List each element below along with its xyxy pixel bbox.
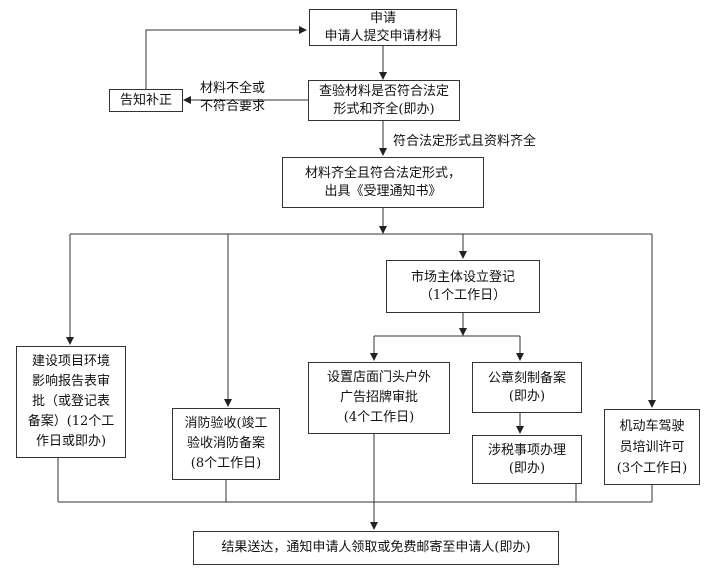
apply-box: 申请 申请人提交申请材料 <box>309 9 457 46</box>
fire-check-box: 消防验收(竣工 验收消防备案 (8个工作日) <box>172 408 280 480</box>
driving-line-3: (3个工作日) <box>616 460 688 476</box>
seal-filing-box: 公章刻制备案 (即办) <box>472 362 582 413</box>
env-line-3: 批（或登记表 <box>31 394 110 409</box>
tax-matters-box: 涉税事项办理 (即办) <box>472 435 582 484</box>
incomplete-line-1: 材料不全或 <box>200 81 266 96</box>
sign-line-3: (4个工作日) <box>343 410 415 425</box>
fire-line-2: 验收消防备案 <box>186 436 265 451</box>
result-label: 结果送达，通知申请人领取或免费邮寄至申请人(即办) <box>221 540 531 555</box>
accept-line-1: 材料齐全且符合法定形式， <box>304 165 461 181</box>
driving-line-2: 员培训许可 <box>619 439 685 455</box>
market-line-1: 市场主体设立登记 <box>410 269 515 285</box>
tax-line-2: (即办) <box>508 460 546 476</box>
notify-fix-box: 告知补正 <box>109 89 183 112</box>
accept-line-2: 出具《受理通知书》 <box>324 183 442 199</box>
market-registration-box: 市场主体设立登记 （1个工作日） <box>386 260 540 313</box>
check-line-1: 查验材料是否符合法定 <box>318 83 449 99</box>
check-line-2: 形式和齐全(即办) <box>333 101 435 117</box>
fire-line-3: (8个工作日) <box>190 456 262 471</box>
env-line-4: 备案）(12个工 <box>27 414 115 429</box>
env-line-5: 作日或即办) <box>35 434 107 449</box>
notify-fix-label: 告知补正 <box>119 92 172 108</box>
driving-line-1: 机动车驾驶 <box>619 418 685 434</box>
check-box: 查验材料是否符合法定 形式和齐全(即办) <box>308 80 460 121</box>
env-line-1: 建设项目环境 <box>31 354 110 369</box>
tax-line-1: 涉税事项办理 <box>487 442 566 458</box>
apply-title: 申请 <box>369 10 396 26</box>
apply-desc: 申请人提交申请材料 <box>324 28 442 44</box>
env-approval-box: 建设项目环境 影响报告表审 批（或登记表 备案）(12个工 作日或即办) <box>16 346 126 458</box>
market-line-2: （1个工作日） <box>419 287 507 303</box>
result-box: 结果送达，通知申请人领取或免费邮寄至申请人(即办) <box>193 531 559 565</box>
complete-label: 符合法定形式且资料齐全 <box>393 134 537 149</box>
driving-school-box: 机动车驾驶 员培训许可 (3个工作日) <box>604 409 700 485</box>
seal-line-1: 公章刻制备案 <box>487 370 566 386</box>
sign-line-2: 广告招牌审批 <box>339 390 418 405</box>
sign-approval-box: 设置店面门头户外 广告招牌审批 (4个工作日) <box>308 362 450 434</box>
seal-line-2: (即办) <box>508 388 546 404</box>
sign-line-1: 设置店面门头户外 <box>326 370 431 385</box>
incomplete-label: 材料不全或 不符合要求 <box>200 80 265 116</box>
env-line-2: 影响报告表审 <box>31 374 110 389</box>
fire-line-1: 消防验收(竣工 <box>184 416 268 431</box>
incomplete-line-2: 不符合要求 <box>200 99 266 114</box>
arrow-notify-to-apply <box>145 26 307 89</box>
accept-box: 材料齐全且符合法定形式， 出具《受理通知书》 <box>282 157 484 208</box>
